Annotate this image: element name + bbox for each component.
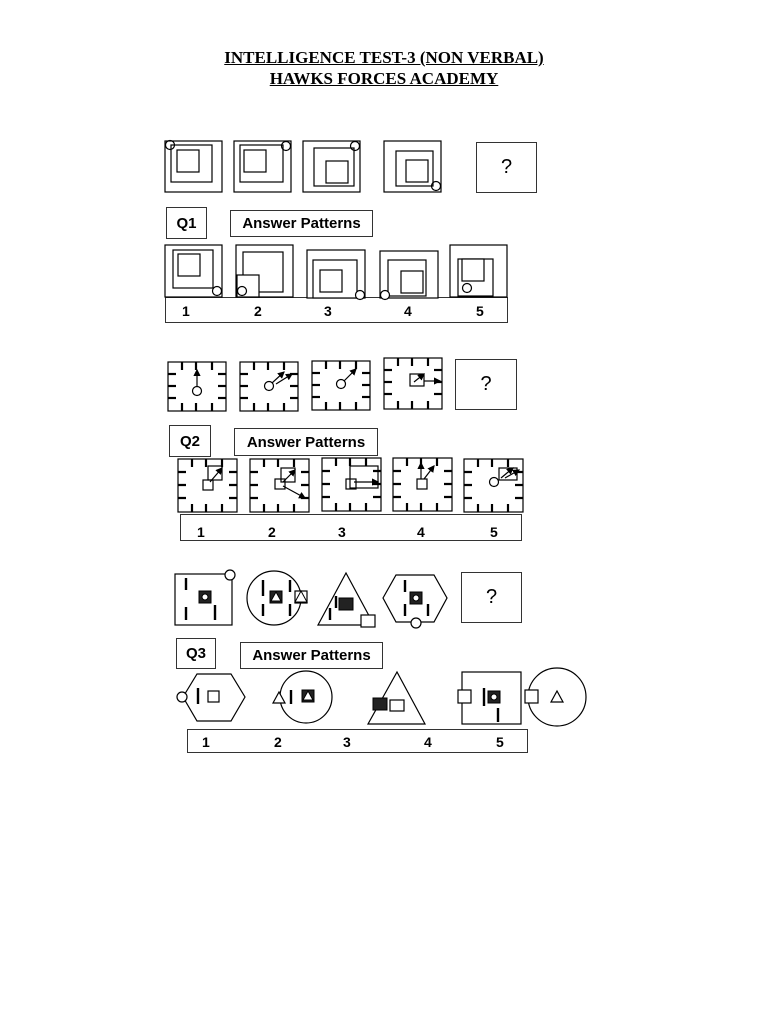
q1-answer-figures	[164, 244, 508, 301]
q3-question-mark-box: ?	[461, 572, 522, 623]
q1-option-2[interactable]: 2	[254, 303, 262, 319]
q1-answer-patterns-label: Answer Patterns	[230, 210, 373, 237]
q3-problem-figures	[174, 569, 448, 629]
q1-option-3[interactable]: 3	[324, 303, 332, 319]
q2-option-2[interactable]: 2	[268, 524, 276, 540]
q3-option-3[interactable]: 3	[343, 734, 351, 750]
q2-option-3[interactable]: 3	[338, 524, 346, 540]
q2-label-text: Q2	[179, 432, 200, 450]
test-title: INTELLIGENCE TEST-3 (NON VERBAL)	[224, 48, 544, 67]
q2-label: Q2	[169, 425, 211, 457]
q1-option-5[interactable]: 5	[476, 303, 484, 319]
q1-question-mark: ?	[500, 156, 513, 178]
q3-option-5[interactable]: 5	[496, 734, 504, 750]
q3-option-1[interactable]: 1	[202, 734, 210, 750]
page-header: INTELLIGENCE TEST-3 (NON VERBAL) HAWKS F…	[0, 47, 768, 89]
q3-option-2[interactable]: 2	[274, 734, 282, 750]
q2-option-5[interactable]: 5	[490, 524, 498, 540]
q3-label-text: Q3	[185, 645, 206, 662]
q3-answer-patterns-label: Answer Patterns	[240, 642, 383, 669]
q1-option-4[interactable]: 4	[404, 303, 412, 319]
q2-problem-figures	[167, 357, 443, 412]
q3-answer-patterns-text: Answer Patterns	[252, 647, 371, 664]
q3-answer-figures	[176, 667, 587, 727]
q2-answer-figures	[177, 457, 524, 513]
q1-label-text: Q1	[176, 214, 197, 232]
q3-options-bar	[187, 729, 528, 753]
q1-question-mark-box: ?	[476, 142, 537, 193]
q2-answer-patterns-text: Answer Patterns	[246, 433, 366, 451]
q2-answer-patterns-label: Answer Patterns	[234, 428, 378, 456]
q2-question-mark: ?	[480, 373, 492, 395]
q3-label: Q3	[176, 638, 216, 669]
q1-option-1[interactable]: 1	[182, 303, 190, 319]
q2-option-4[interactable]: 4	[417, 524, 425, 540]
q1-problem-figures	[164, 139, 442, 193]
q2-options-bar	[180, 514, 522, 541]
q3-option-4[interactable]: 4	[424, 734, 432, 750]
academy-name: HAWKS FORCES ACADEMY	[269, 69, 499, 88]
q2-option-1[interactable]: 1	[197, 524, 205, 540]
q1-answer-patterns-text: Answer Patterns	[242, 215, 361, 232]
q3-question-mark: ?	[485, 586, 498, 608]
q2-question-mark-box: ?	[455, 359, 517, 410]
q1-label: Q1	[166, 207, 207, 239]
